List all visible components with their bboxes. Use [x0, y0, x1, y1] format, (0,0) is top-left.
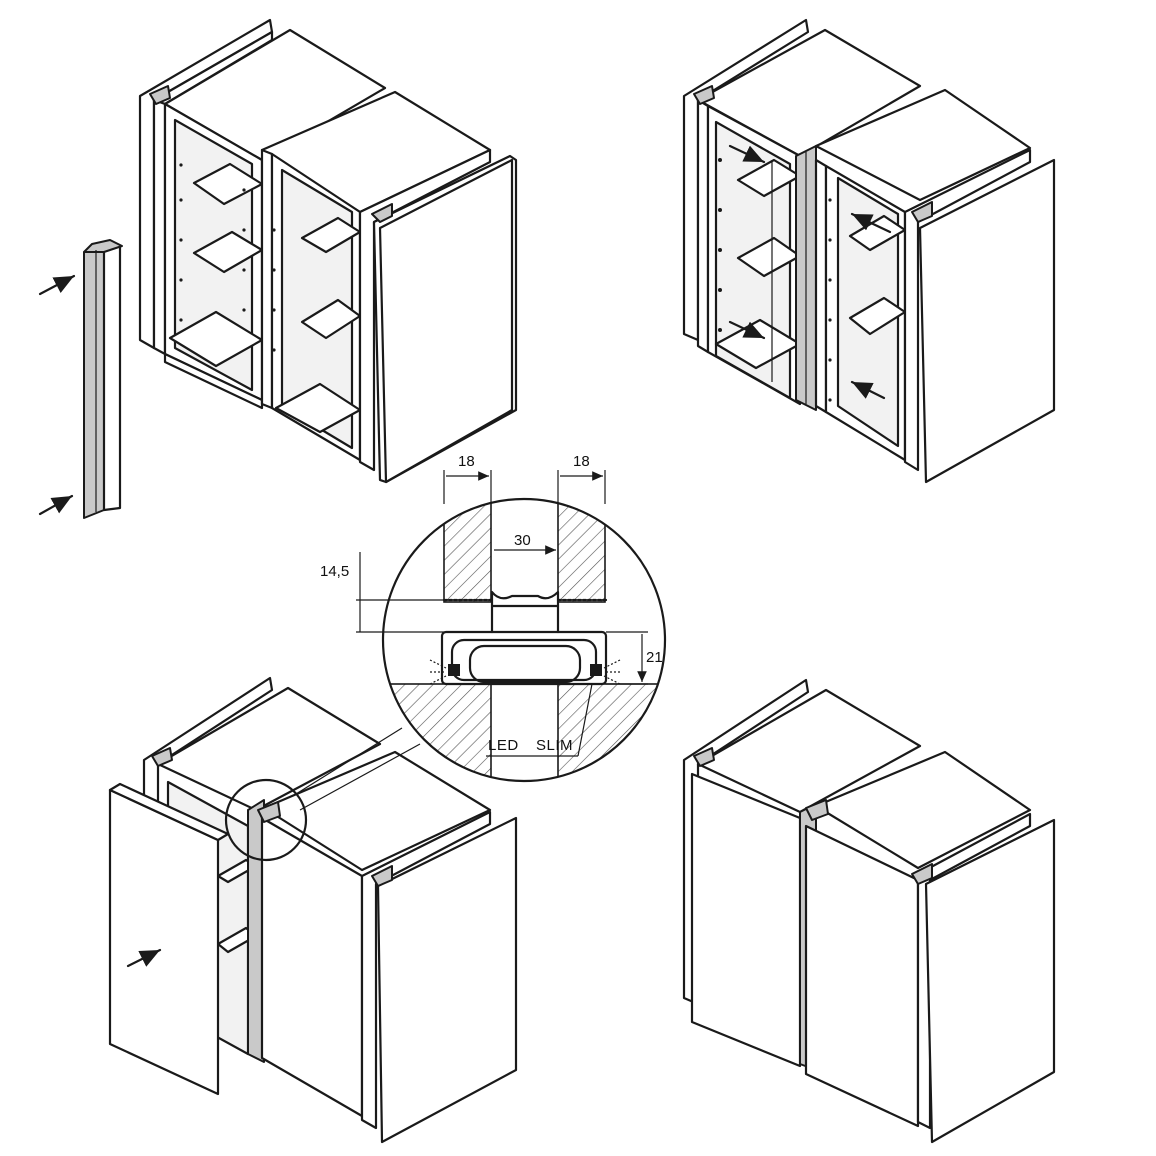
step-2-mount-profile: [682, 18, 1056, 484]
detail-callout-circle: [224, 778, 308, 862]
label-slim: SLIM: [536, 737, 573, 754]
insert-arrow-upper: [38, 274, 76, 296]
dim-depth-offset: 14,5: [320, 563, 349, 580]
arrow-d: [850, 380, 886, 400]
label-led: LED: [488, 737, 519, 754]
dim-left-panel: 18: [458, 453, 475, 470]
step-4-closed: [682, 678, 1056, 1144]
dim-right-panel: 18: [573, 453, 590, 470]
lower-right-section: [557, 683, 665, 781]
arrow-b: [728, 320, 766, 340]
arrow-a: [728, 144, 766, 164]
step-1-open-carcasses: [38, 18, 518, 519]
magnifier-circle: [381, 497, 667, 783]
dim-gap: 30: [514, 532, 531, 549]
loose-profile: [83, 239, 123, 519]
arrow-c: [850, 212, 892, 234]
insert-arrow-lower: [38, 494, 74, 516]
dim-profile-height: 21: [646, 649, 663, 666]
step-3-door-fitting: [108, 676, 518, 1144]
door-arrow: [126, 948, 162, 968]
